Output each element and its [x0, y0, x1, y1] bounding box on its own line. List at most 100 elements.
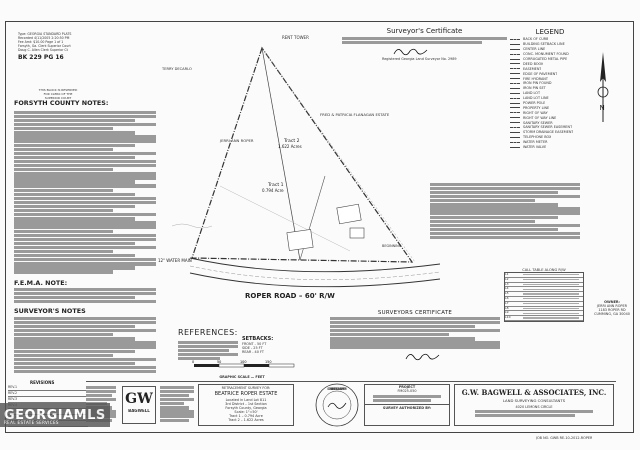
fine-print-line	[14, 164, 156, 168]
legend-item: LAND LOT	[510, 91, 590, 96]
legend-label: SANITARY SEWER EASEMENT	[523, 125, 573, 130]
title-block: GW BAGWELL RETRACEMENT SURVEY FOR: BEATR…	[86, 381, 616, 427]
call-table-row: L1	[505, 273, 583, 278]
legend-label: SANITARY SEWER	[523, 120, 553, 125]
scale-tick: 100	[240, 360, 246, 364]
fine-print-line	[14, 127, 114, 131]
legend-symbol	[510, 117, 520, 119]
retracement-line: Tract 1 – 0.794 Acre	[229, 414, 263, 418]
forsyth-notes-text	[14, 110, 156, 275]
fine-print-line	[14, 184, 156, 188]
fine-print-line	[330, 324, 475, 329]
fine-print-line	[14, 200, 156, 205]
surveyor-certificate-title: Surveyor's Certificate	[386, 27, 463, 35]
fine-print-line	[430, 199, 535, 203]
fine-print-line	[14, 192, 135, 196]
fine-print-line	[14, 324, 135, 329]
retracement-line: Scale: 1"=50'	[234, 410, 258, 414]
fine-print-line	[14, 188, 114, 192]
fine-print-line	[14, 204, 135, 209]
revision-row: REV.1	[8, 385, 88, 391]
legend-label: FIRE HYDRANT	[523, 76, 548, 81]
fine-print-line	[14, 262, 156, 266]
legend-label: RIGHT OF WAY	[523, 110, 548, 115]
call-id: L3	[505, 282, 509, 286]
call-id: L6	[505, 296, 509, 300]
legend-label: POWER POLE	[523, 101, 546, 106]
firm-address: 4020 LEMONS CIRCLE	[515, 405, 553, 409]
plat-notes	[430, 182, 580, 240]
retracement-line: Forsyth County, Georgia	[225, 406, 267, 410]
legend-symbol	[510, 38, 520, 40]
retracement-block: RETRACEMENT SURVEY FOR: BEATRICE ROPER E…	[198, 384, 294, 426]
call-id: L4	[505, 287, 509, 291]
legend-label: WATER VALVE	[523, 145, 547, 150]
legend-symbol	[510, 131, 520, 133]
fine-print-line	[330, 320, 500, 325]
fine-print-line	[14, 357, 156, 362]
recording-line: Doug C. Allen Clerk Superior Ct	[18, 48, 68, 52]
fine-print-line	[14, 155, 135, 160]
fine-print-line	[178, 353, 238, 357]
fine-print-line	[430, 231, 580, 236]
surveyor-certificate: Surveyor's Certificate Registered Georgi…	[342, 27, 507, 61]
owner-title: OWNER:	[604, 300, 620, 304]
fine-print-line	[14, 266, 135, 270]
fine-print-line	[14, 241, 135, 246]
legend-item: WATER VALVE	[510, 145, 590, 150]
legend-label: PROPERTY LINE	[523, 105, 550, 110]
legend-item: EASEMENT	[510, 66, 590, 71]
fine-print-line	[160, 406, 189, 410]
parcel-boundary	[191, 46, 414, 263]
recording-line: Forsyth, Ga. Clerk Superior Court	[18, 44, 71, 48]
references-text	[178, 340, 238, 361]
call-table-row: L10	[505, 316, 583, 321]
call-id: L7	[505, 301, 509, 305]
legend-label: RIGHT OF WAY LINE	[523, 115, 557, 120]
call-bearing	[523, 307, 579, 310]
setbacks-title: SETBACKS:	[242, 336, 274, 342]
logo-name: BAGWELL	[128, 409, 150, 413]
fine-print-line	[14, 361, 135, 366]
fine-print-line	[14, 139, 156, 143]
fine-print-line	[430, 211, 580, 215]
call-table-row: L6	[505, 297, 583, 302]
revisions-title: REVISIONS	[30, 380, 55, 385]
revision-label: REV.2	[8, 391, 18, 395]
legend-item: BUILDING SETBACK LINE	[510, 42, 590, 47]
fine-print-line	[14, 114, 156, 119]
fine-print-line	[430, 215, 558, 219]
fine-print-line	[178, 344, 238, 349]
beginning-label: BEGINNING	[382, 244, 402, 248]
call-table-row: L3	[505, 283, 583, 288]
retracement-line: 3rd District – 1st Section	[225, 402, 267, 406]
fine-print-line	[14, 333, 114, 337]
shed-footprint	[349, 227, 365, 239]
fine-print-line	[330, 329, 500, 333]
call-bearing	[523, 288, 579, 290]
fine-print-line	[14, 159, 156, 164]
legend-item: PROPERTY LINE	[510, 105, 590, 110]
firm-block: G.W. BAGWELL & ASSOCIATES, INC. LAND SUR…	[454, 384, 614, 426]
legend-item: STORM DRAINAGE EASEMENT	[510, 130, 590, 135]
fine-print-line	[14, 172, 156, 176]
legend-symbol	[510, 87, 520, 89]
scale-tick: 50	[217, 360, 221, 364]
call-table-row: L9	[505, 311, 583, 317]
legend-item: RIGHT OF WAY LINE	[510, 115, 590, 120]
recording-line: Recorded 4/11/2005 2:20:50 PM	[18, 36, 70, 40]
fine-print-line	[14, 110, 156, 115]
legend-item: CENTER LINE	[510, 47, 590, 52]
fine-print-line	[430, 207, 580, 211]
legend-label: BACK OF CURB	[523, 37, 549, 42]
owner-label: FRED & PATRICIA FLANAGAN ESTATE	[320, 112, 390, 117]
fine-print-line	[430, 190, 558, 195]
call-bearing	[523, 302, 579, 305]
references-title: REFERENCES:	[178, 328, 238, 337]
owner-label: JERRI ANN ROPER	[219, 138, 254, 143]
legend-label: CONC. MONUMENT FOUND	[523, 52, 569, 57]
forsyth-notes-title: FORSYTH COUNTY NOTES:	[14, 99, 109, 107]
legend-symbol	[510, 53, 520, 55]
georgia-mls-watermark: GEORGIAMLS REAL ESTATE SERVICES	[0, 403, 110, 427]
legend-item: SANITARY SEWER EASEMENT	[510, 125, 590, 130]
